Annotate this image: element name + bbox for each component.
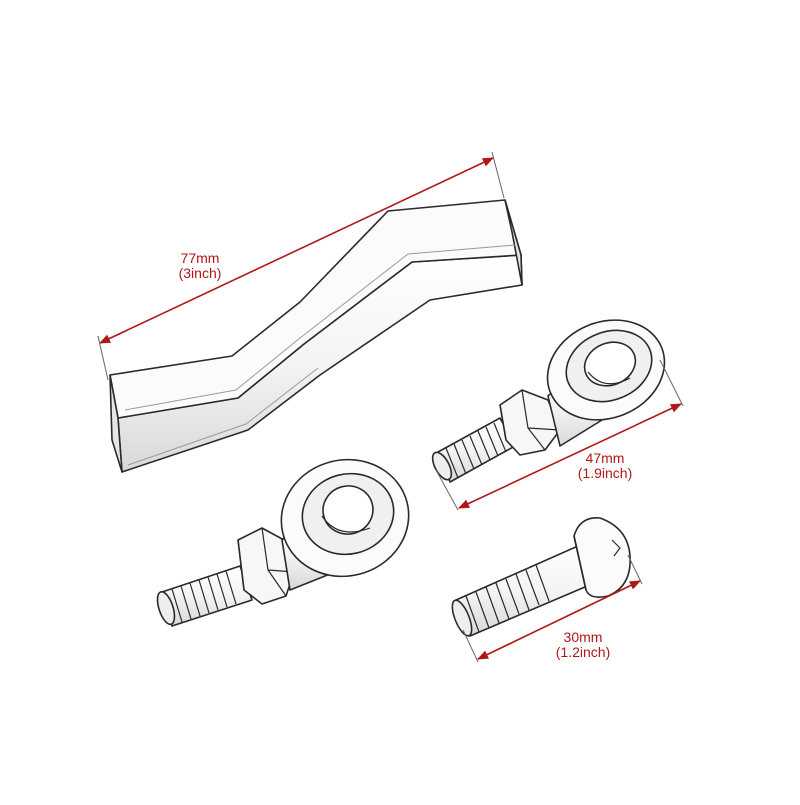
dimension-metric: 47mm (585, 450, 625, 466)
dimension-imperial: (1.2inch) (555, 644, 611, 660)
dimension-metric: 30mm (563, 629, 603, 645)
dimension-metric: 77mm (180, 250, 220, 266)
dimension-line-47mm (435, 359, 684, 511)
dimension-label-bolt: 30mm (1.2inch) (543, 630, 623, 660)
dimension-label-rod-end: 47mm (1.9inch) (565, 451, 645, 481)
button-head-bolt (451, 517, 631, 637)
rod-end-joint-lower (156, 458, 410, 627)
dimension-imperial: (3inch) (178, 265, 222, 281)
dimension-imperial: (1.9inch) (577, 465, 633, 481)
dimension-label-link-bar: 77mm (3inch) (160, 251, 240, 281)
dimension-line-77mm (97, 151, 505, 381)
dimension-line-30mm (462, 554, 643, 663)
